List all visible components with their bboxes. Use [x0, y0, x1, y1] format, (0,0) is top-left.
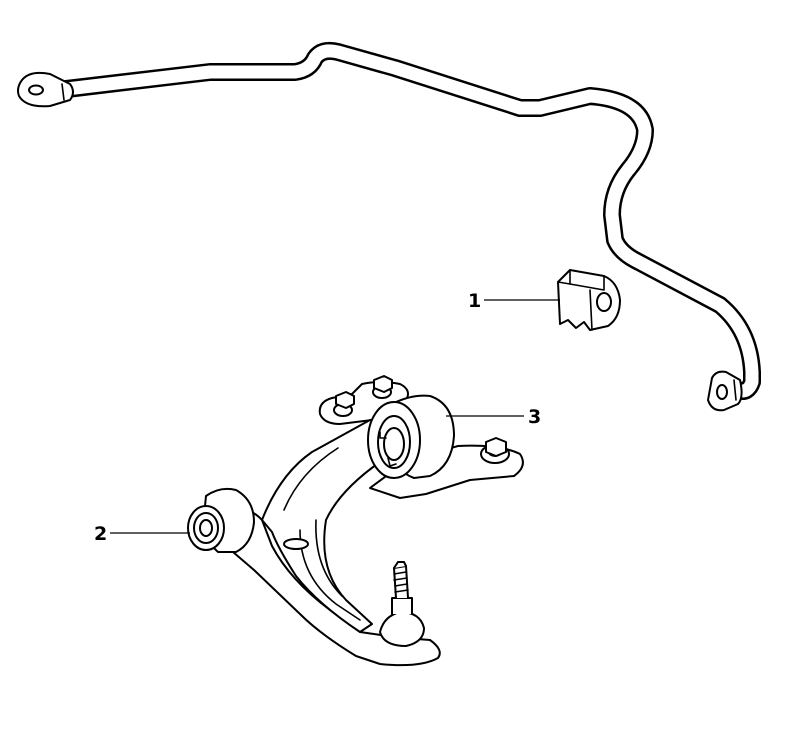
bracket-bolt-right: [373, 375, 393, 393]
ball-joint: [379, 561, 425, 647]
callout-3-number: 3: [528, 406, 541, 428]
callout-1-number: 1: [468, 290, 481, 312]
stabilizer-bar-right-eye: [707, 370, 743, 412]
control-arm: [211, 381, 524, 667]
stabilizer-bushing: [557, 269, 621, 331]
callout-1: 1: [468, 290, 560, 312]
arm-upper-limb: [261, 419, 403, 633]
stabilizer-bar-fill: [33, 44, 759, 398]
flange-bolt: [485, 437, 507, 457]
stabilizer-bar-left-eye: [17, 71, 74, 108]
callout-2-number: 2: [94, 523, 107, 545]
arm-body: [211, 499, 441, 667]
stabilizer-bar-outline: [31, 41, 761, 400]
callout-2: 2: [94, 523, 190, 545]
rear-bushing: [367, 394, 455, 479]
stabilizer-bar: [17, 41, 761, 412]
front-bushing: [187, 487, 255, 553]
bracket-bolt-left: [335, 391, 355, 409]
callout-3: 3: [446, 406, 541, 428]
